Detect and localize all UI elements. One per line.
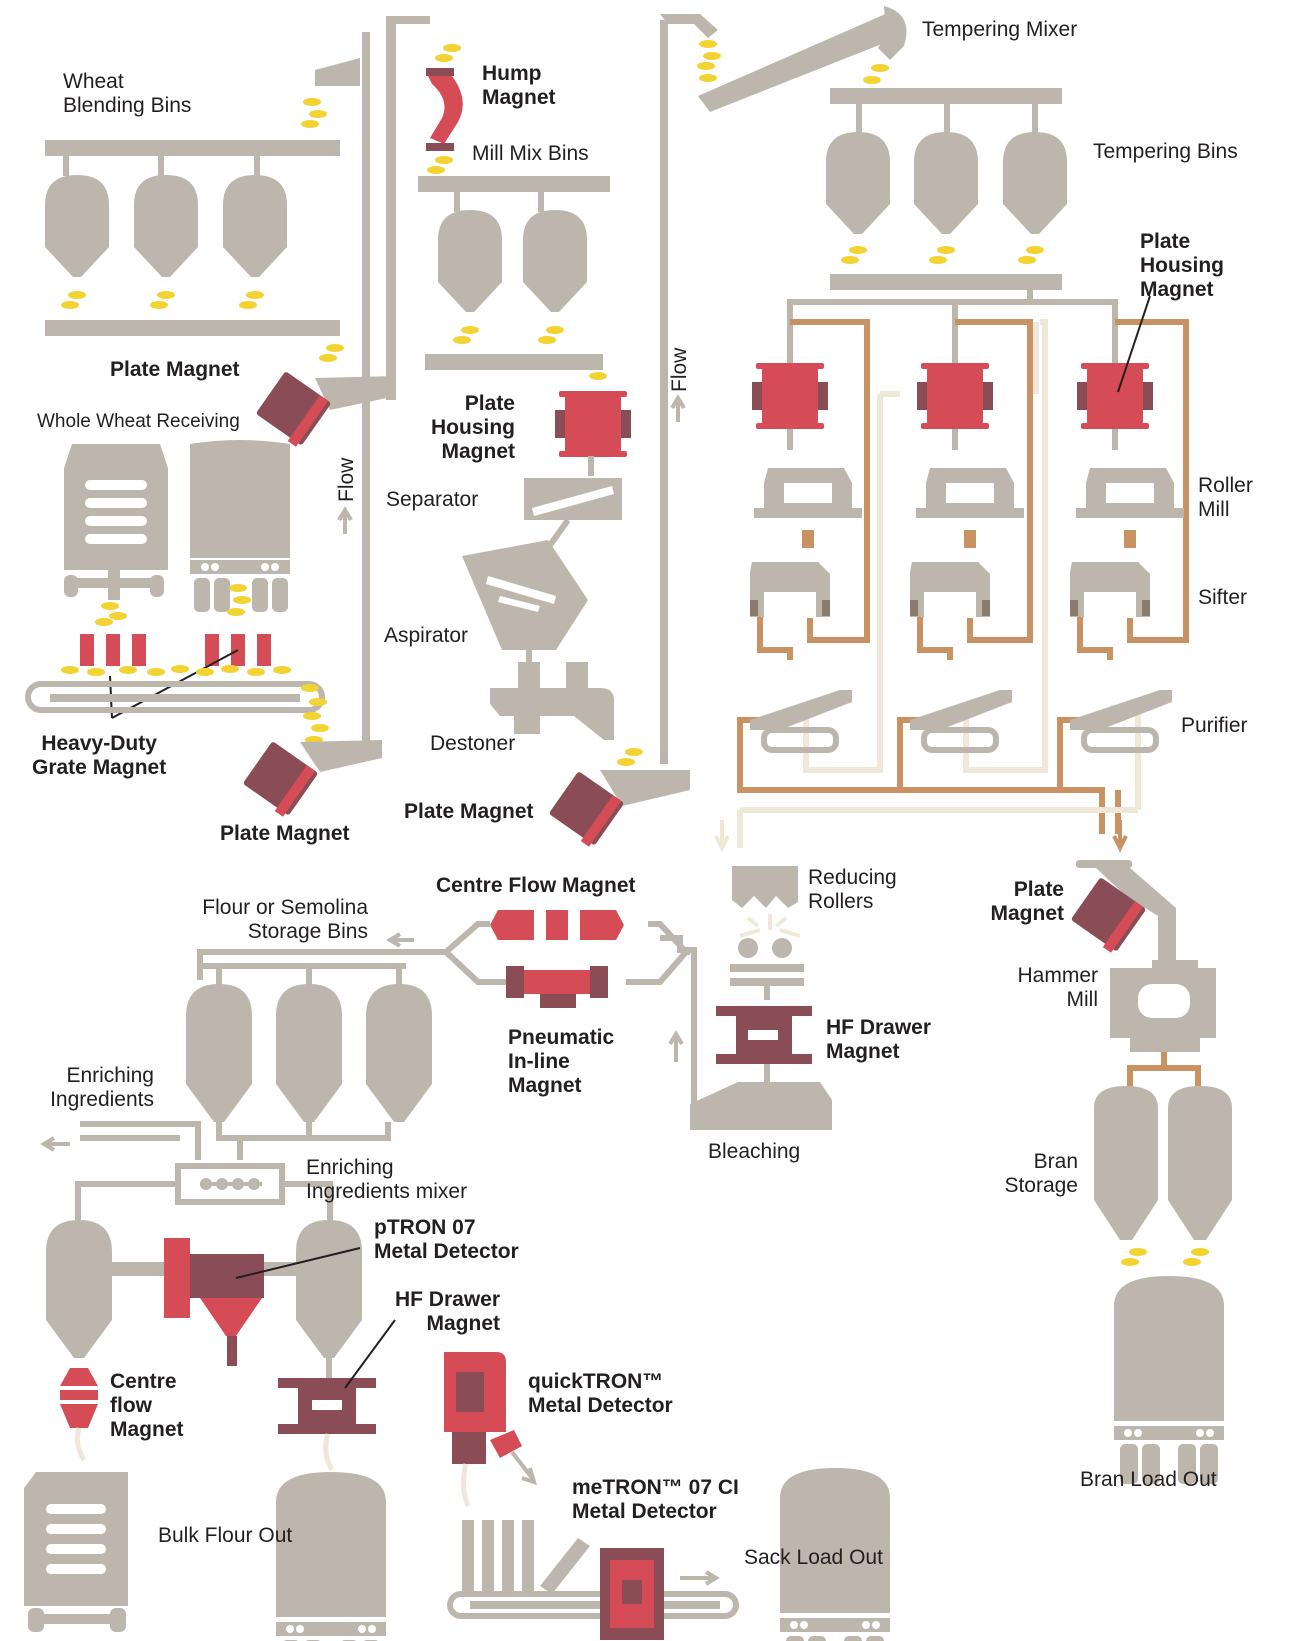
bran-load-out-label: Bran Load Out: [1080, 1468, 1217, 1491]
quicktron-metal-detector-icon: [444, 1352, 537, 1507]
hf-drawer-magnet-icon-1: [716, 1006, 812, 1064]
bucket-elevator-1: [315, 16, 430, 742]
ptron-metal-detector-icon: [164, 1238, 361, 1366]
destoner-icon: [490, 662, 614, 740]
outflow-arrows: [714, 820, 1128, 853]
flow-arrow-icon-1: [337, 506, 353, 534]
metron-metal-detector-label: meTRON™ 07 CI Metal Detector: [572, 1476, 739, 1523]
flour-storage-bins: [186, 963, 432, 1160]
plate-magnet-icon-2: [242, 740, 382, 817]
roller-to-sifter-links: [802, 530, 1136, 548]
plate-housing-magnet-label-1: Plate Housing Magnet: [431, 392, 515, 463]
hammer-mill-label: Hammer Mill: [1017, 964, 1098, 1011]
aspirator-icon: [462, 540, 588, 650]
hammer-mill-icon: [1110, 968, 1216, 1052]
flour-storage-bins-label: Flour or Semolina Storage Bins: [202, 896, 368, 943]
bran-load-out-truck: [1114, 1276, 1224, 1484]
centre-flow-magnet-label-2: Centre flow Magnet: [110, 1370, 184, 1441]
plate-magnet-label-2: Plate Magnet: [220, 822, 350, 845]
hf-drawer-magnet-label-1: HF Drawer Magnet: [826, 1016, 932, 1063]
enriching-ingredients-mixer-icon: [75, 1163, 333, 1220]
flow-label-2: Flow: [668, 347, 691, 392]
bleaching-label: Bleaching: [708, 1140, 801, 1163]
heavy-duty-grate-magnet-icon: [80, 634, 271, 719]
centre-flow-magnet-label-1: Centre Flow Magnet: [436, 874, 636, 897]
enriching-ingredients-mixer-label: Enriching Ingredients mixer: [306, 1156, 468, 1203]
sifter-label: Sifter: [1198, 586, 1248, 609]
plate-magnet-label-3: Plate Magnet: [404, 800, 534, 823]
pneumatic-inline-magnet-icon: [506, 966, 608, 1008]
flow-label-1: Flow: [335, 457, 358, 502]
pneumatic-conveying-lines: [197, 921, 690, 985]
sack-load-out-label: Sack Load Out: [744, 1546, 883, 1569]
purifier-label: Purifier: [1181, 714, 1248, 737]
pneumatic-inline-magnet-label: Pneumatic In-line Magnet: [508, 1026, 615, 1097]
tempering-bins-label: Tempering Bins: [1093, 140, 1238, 163]
quicktron-metal-detector-label: quickTRON™ Metal Detector: [528, 1370, 673, 1417]
enriching-ingredients-label: Enriching Ingredients: [50, 1064, 154, 1111]
ptron-metal-detector-label: pTRON 07 Metal Detector: [374, 1216, 519, 1263]
tempering-mixer-icon: [698, 6, 907, 112]
bran-storage-silos: [1094, 1086, 1232, 1266]
aspirator-label: Aspirator: [384, 624, 469, 647]
mill-mix-bins: [418, 176, 610, 380]
plate-housing-magnet-label-2: Plate Housing Magnet: [1140, 230, 1224, 301]
sifters: [750, 562, 1150, 617]
wheat-blending-bins: [45, 98, 340, 336]
reducing-rollers-icon: [730, 866, 804, 1000]
plate-magnet-label-4: Plate Magnet: [990, 878, 1065, 925]
whole-wheat-receiving-label: Whole Wheat Receiving: [37, 411, 240, 432]
plate-housing-magnets-row: [752, 363, 1153, 429]
enriching-lines: [40, 1121, 201, 1160]
plate-magnet-label-1: Plate Magnet: [110, 358, 240, 381]
mill-mix-bins-label: Mill Mix Bins: [472, 142, 589, 165]
roller-mill-label: Roller Mill: [1198, 474, 1253, 521]
sack-conveyor: [447, 1520, 739, 1619]
metron-metal-detector-icon: [600, 1548, 664, 1640]
receiving-conveyor: [25, 665, 329, 744]
centre-flow-magnet-icon-1: [490, 910, 624, 940]
roller-mills: [754, 468, 1184, 518]
hump-magnet-icon: [426, 44, 463, 174]
bucket-elevator-2: [600, 14, 721, 806]
bran-storage-label: Bran Storage: [1004, 1150, 1078, 1197]
bulk-flour-trucks: [24, 1472, 386, 1641]
destoner-label: Destoner: [430, 732, 516, 755]
hf-drawer-magnet-icon-2: [278, 1319, 396, 1472]
flow-arrow-icon-2: [670, 394, 686, 422]
tempering-bins: [826, 88, 1067, 290]
reducing-rollers-label: Reducing Rollers: [808, 866, 897, 913]
purifiers: [750, 690, 1172, 750]
wheat-blending-bins-label: Wheat Blending Bins: [63, 70, 192, 117]
centre-flow-magnet-icon-2: [60, 1368, 98, 1462]
bulk-flour-out-label: Bulk Flour Out: [158, 1524, 293, 1547]
hump-magnet-label: Hump Magnet: [482, 62, 556, 109]
flow-arrow-left-icon: [386, 932, 414, 948]
tempering-mixer-label: Tempering Mixer: [922, 18, 1078, 41]
bran-line: [1076, 860, 1198, 970]
whole-wheat-receiving: [64, 440, 290, 626]
hf-drawer-magnet-label-2: HF Drawer Magnet: [394, 1288, 500, 1335]
flow-arrow-icon-3: [668, 1030, 684, 1062]
heavy-duty-grate-magnet-label: Heavy-Duty Grate Magnet: [32, 732, 167, 779]
separator-icon: [524, 478, 622, 520]
separator-label: Separator: [386, 488, 479, 511]
plate-housing-magnet-icon-1: [555, 391, 631, 457]
